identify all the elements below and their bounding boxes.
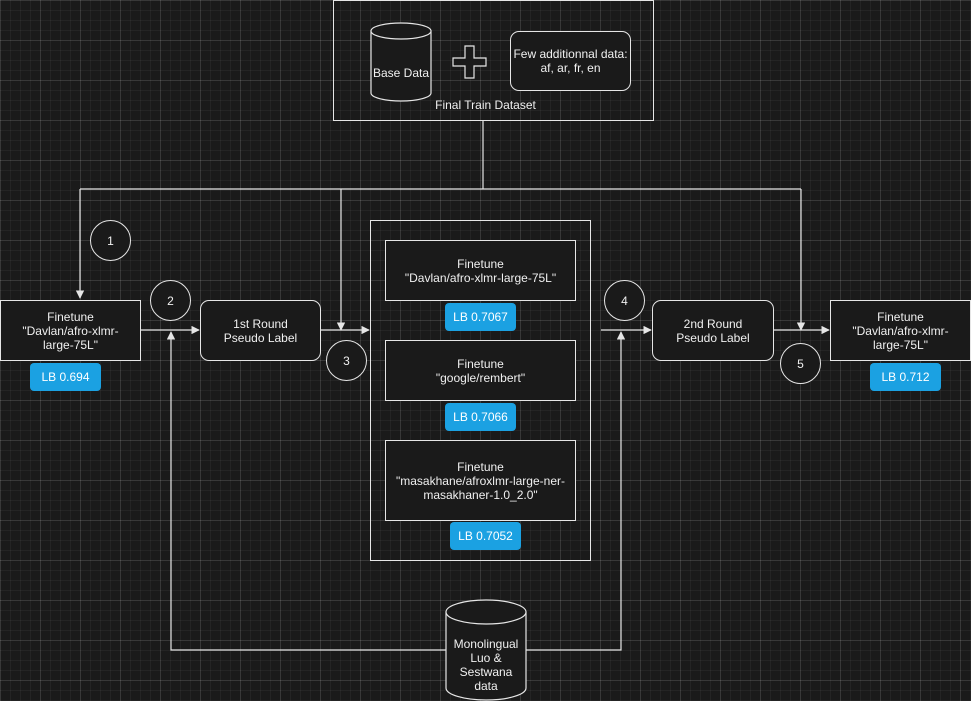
model-1-score-badge: LB 0.694: [30, 363, 101, 391]
ensemble-container: [370, 220, 591, 561]
step-3-circle: 3: [326, 340, 367, 381]
monolingual-data-label: Monolingual Luo & Sestwana data: [453, 637, 519, 693]
arrow-monolingual-to-pseudo2: [526, 331, 626, 651]
base-data-cylinder: [370, 22, 432, 102]
ensemble-model-masakhane-box: Finetune "masakhane/afroxlmr-large-ner- …: [385, 440, 576, 521]
ensemble-model-masakhane-score-badge: LB 0.7052: [450, 522, 521, 550]
pseudo-label-1-box: 1st Round Pseudo Label: [200, 300, 321, 361]
step-4-circle: 4: [604, 280, 645, 321]
final-model-score-badge: LB 0.712: [870, 363, 941, 391]
monolingual-data-cylinder: [445, 599, 527, 701]
arrow-monolingual-to-pseudo1: [166, 331, 446, 651]
step-2-circle: 2: [150, 280, 191, 321]
dataset-panel: [333, 0, 654, 121]
final-model-box: Finetune "Davlan/afro-xlmr- large-75L": [830, 300, 971, 361]
extra-data-box: Few additionnal data: af, ar, fr, en: [510, 31, 631, 91]
ensemble-model-afro-xlmr-score-badge: LB 0.7067: [445, 303, 516, 331]
pseudo-label-2-box: 2nd Round Pseudo Label: [652, 300, 774, 361]
ensemble-model-rembert-score-badge: LB 0.7066: [445, 403, 516, 431]
ensemble-model-afro-xlmr-box: Finetune "Davlan/afro-xlmr-large-75L": [385, 240, 576, 301]
dataset-title: Final Train Dataset: [435, 98, 536, 112]
step-1-circle: 1: [90, 220, 131, 261]
ensemble-model-rembert-box: Finetune "google/rembert": [385, 340, 576, 401]
model-1-box: Finetune "Davlan/afro-xlmr- large-75L": [0, 300, 141, 361]
base-data-label: Base Data: [372, 66, 430, 80]
step-5-circle: 5: [780, 343, 821, 384]
plus-icon: [452, 45, 487, 79]
